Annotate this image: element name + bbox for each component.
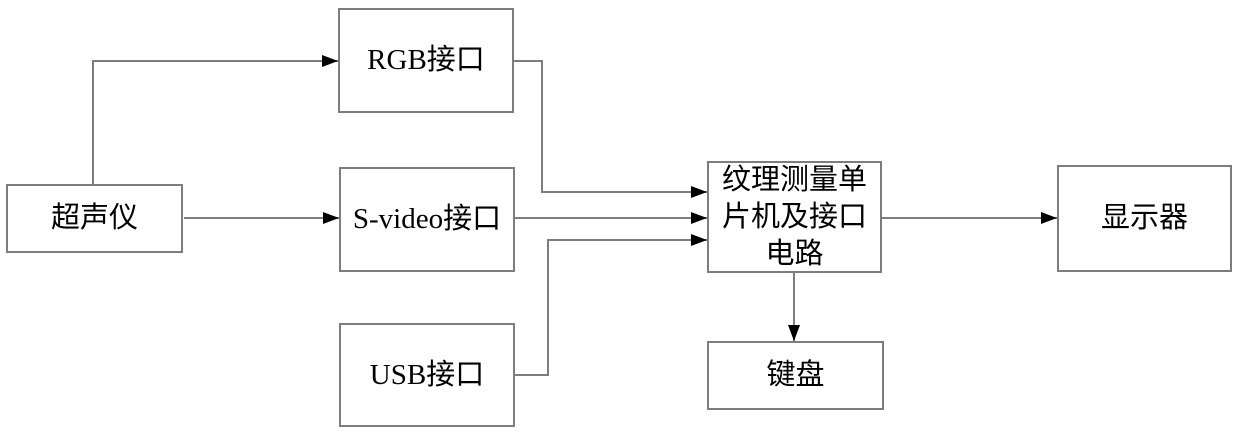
node-usb-interface: USB接口 bbox=[339, 323, 515, 427]
node-svideo-interface-label: S-video接口 bbox=[352, 203, 502, 235]
node-keyboard-label: 键盘 bbox=[766, 359, 825, 391]
edge-rgb-to-mcu bbox=[514, 60, 707, 198]
edge-usb-to-mcu bbox=[515, 234, 707, 376]
node-rgb-interface: RGB接口 bbox=[338, 8, 514, 113]
edge-ultrasound-to-rgb bbox=[92, 55, 338, 184]
node-rgb-interface-label: RGB接口 bbox=[367, 44, 485, 76]
node-display-label: 显示器 bbox=[1100, 202, 1188, 234]
node-ultrasound: 超声仪 bbox=[6, 184, 183, 253]
node-keyboard: 键盘 bbox=[707, 341, 884, 410]
node-ultrasound-label: 超声仪 bbox=[50, 202, 138, 234]
node-texture-mcu-interface-circuit: 纹理测量单片机及接口电路 bbox=[707, 161, 882, 273]
node-display: 显示器 bbox=[1057, 165, 1232, 272]
node-svideo-interface: S-video接口 bbox=[339, 167, 515, 272]
node-texture-mcu-interface-circuit-label: 纹理测量单片机及接口电路 bbox=[721, 163, 867, 270]
node-usb-interface-label: USB接口 bbox=[369, 358, 485, 391]
